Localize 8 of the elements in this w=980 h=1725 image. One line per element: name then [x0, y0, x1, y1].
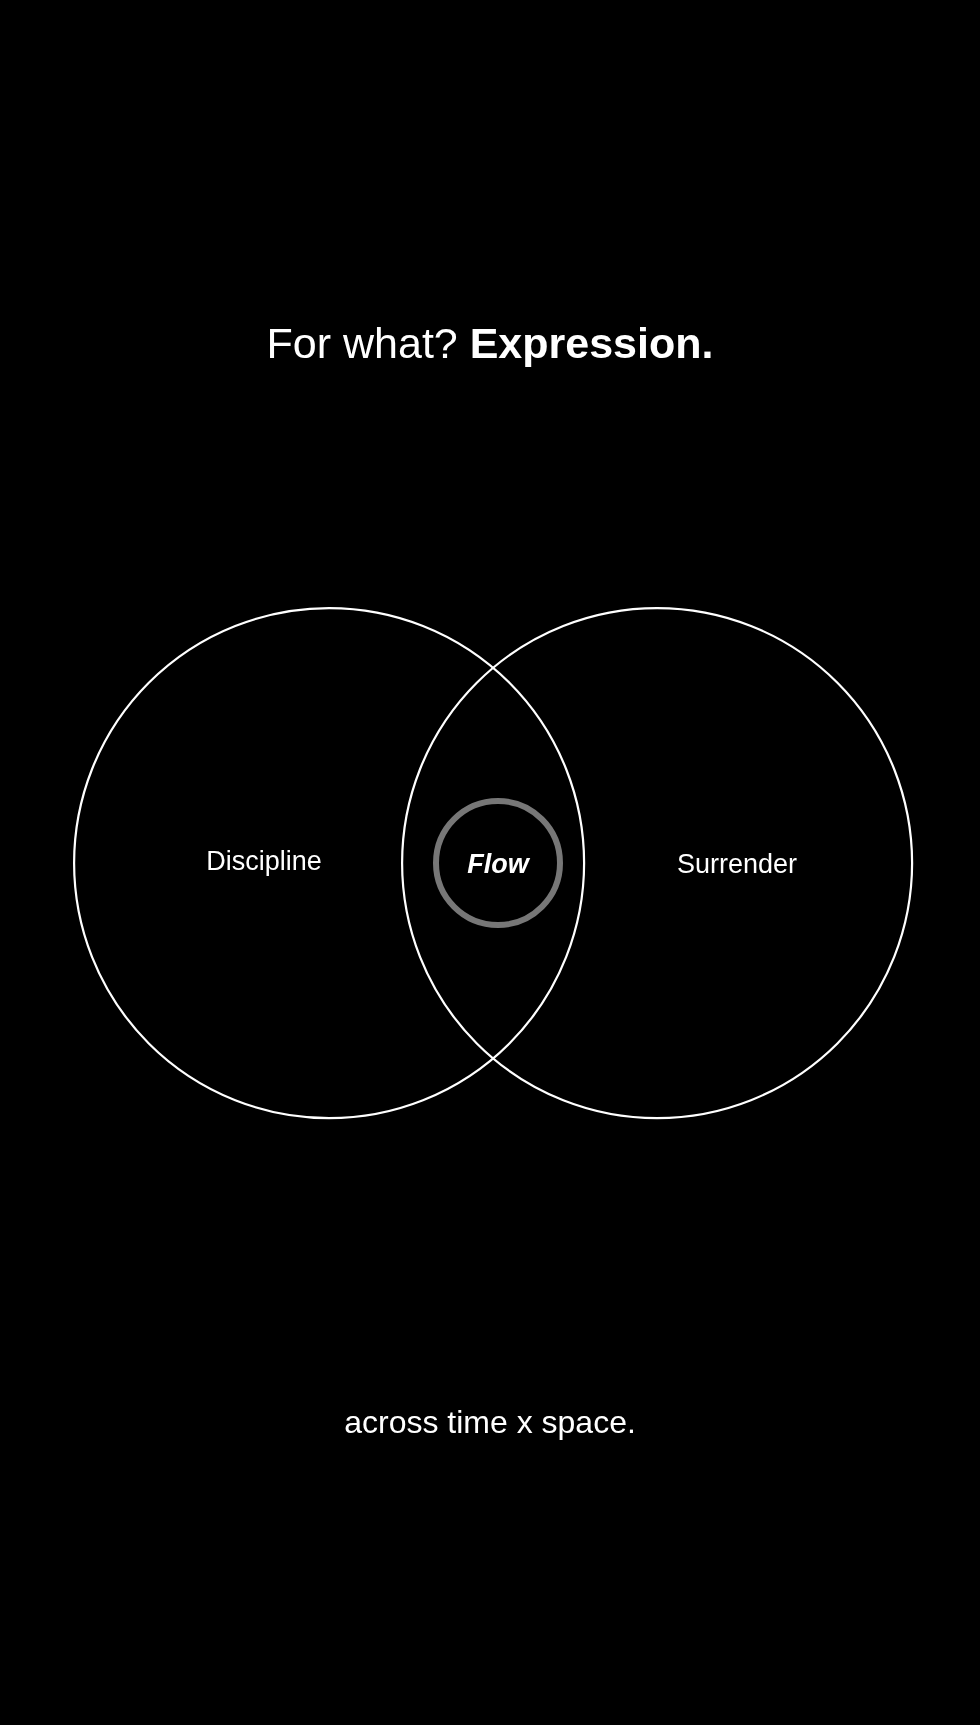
circle-label: Surrender: [676, 848, 797, 880]
circle-label: Flow: [467, 848, 529, 880]
inner-circle: [433, 798, 563, 928]
venn-circle: [72, 606, 586, 1120]
venn-circle: [400, 606, 914, 1120]
title-heading: For what? Expression.: [266, 318, 714, 369]
circle-label: Discipline: [206, 845, 322, 877]
caption-text: across time x space.: [344, 1403, 636, 1442]
